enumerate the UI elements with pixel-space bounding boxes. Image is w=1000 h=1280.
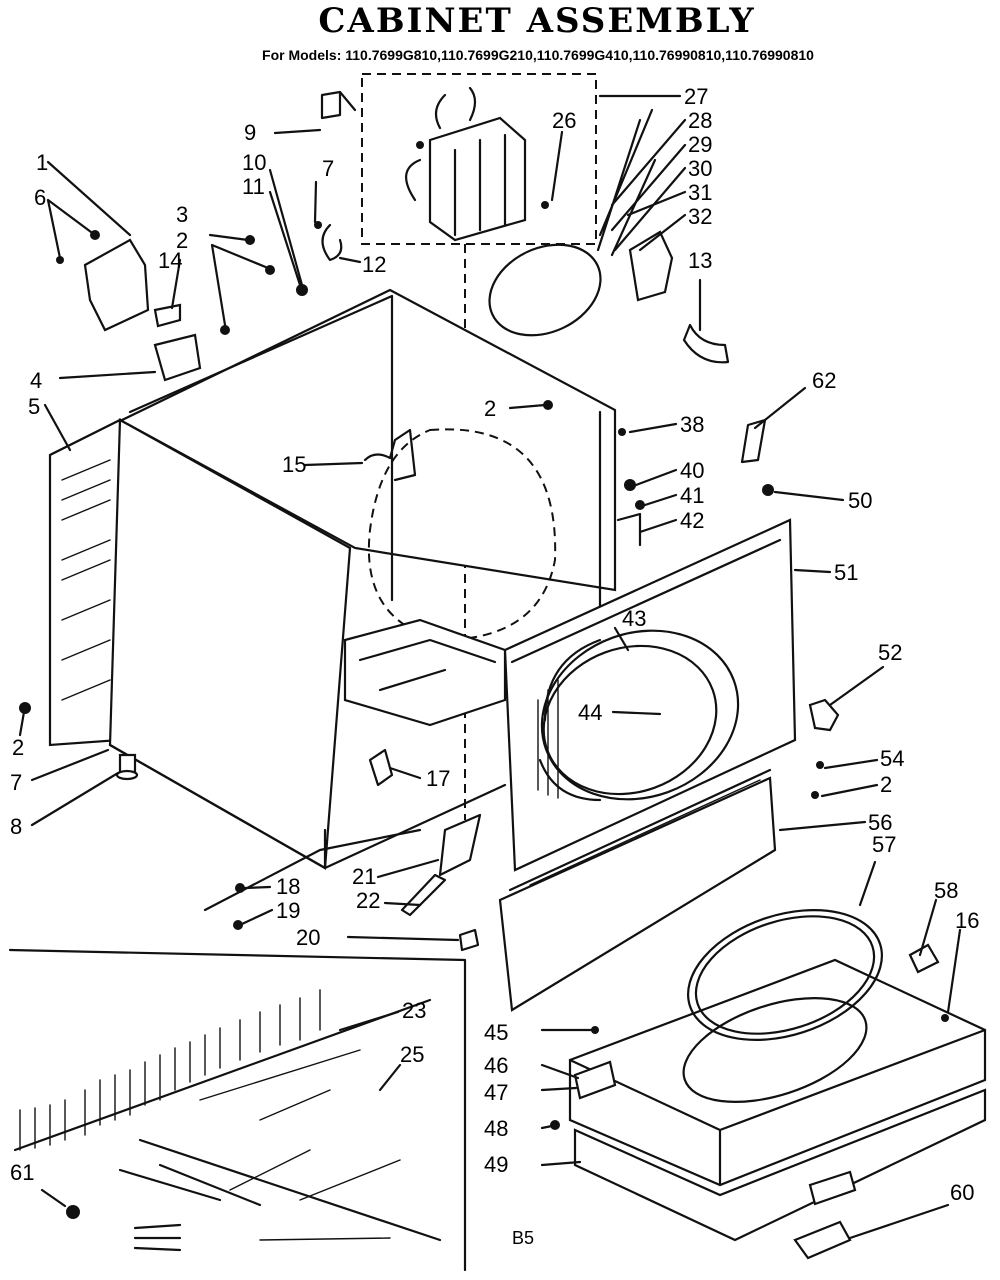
callout-7b: 7 xyxy=(10,770,22,795)
callout-8: 8 xyxy=(10,814,22,839)
callout-1: 1 xyxy=(36,150,48,175)
callout-28: 28 xyxy=(688,108,712,133)
callout-14: 14 xyxy=(158,248,182,273)
callout-43: 43 xyxy=(622,606,646,631)
callout-60: 60 xyxy=(950,1180,974,1205)
toe-panel xyxy=(498,768,777,1012)
door-assembly xyxy=(550,909,987,1260)
upper-left-hardware xyxy=(56,90,357,382)
callout-54: 54 xyxy=(880,746,904,771)
callout-44: 44 xyxy=(578,700,602,725)
callout-12: 12 xyxy=(362,252,386,277)
callout-20: 20 xyxy=(296,925,320,950)
callout-2d: 2 xyxy=(880,772,892,797)
callout-38: 38 xyxy=(680,412,704,437)
power-cord-loop xyxy=(488,108,657,337)
leader-lines xyxy=(18,94,962,1240)
callout-16: 16 xyxy=(955,908,979,933)
models-line: For Models: 110.7699G810,110.7699G210,11… xyxy=(262,47,814,63)
callout-25: 25 xyxy=(400,1042,424,1067)
callout-23: 23 xyxy=(402,998,426,1023)
callout-48: 48 xyxy=(484,1116,508,1141)
callout-21: 21 xyxy=(352,864,376,889)
callout-56: 56 xyxy=(868,810,892,835)
diagram-title: CABINET ASSEMBLY xyxy=(318,1,755,41)
callout-30: 30 xyxy=(688,156,712,181)
callout-32: 32 xyxy=(688,204,712,229)
callout-3: 3 xyxy=(176,202,188,227)
callout-62: 62 xyxy=(812,368,836,393)
callout-46: 46 xyxy=(484,1053,508,1078)
lower-cabinet-hardware xyxy=(19,702,482,952)
terminal-block xyxy=(405,86,549,242)
callout-51: 51 xyxy=(834,560,858,585)
callout-2b: 2 xyxy=(484,396,496,421)
callout-4: 4 xyxy=(30,368,42,393)
callout-6: 6 xyxy=(34,185,46,210)
callout-2: 2 xyxy=(176,228,188,253)
cabinet-body xyxy=(48,288,617,870)
rear-right-hardware xyxy=(363,400,645,547)
callout-27: 27 xyxy=(684,84,708,109)
callout-7: 7 xyxy=(322,156,334,181)
callout-61: 61 xyxy=(10,1160,34,1185)
callout-49: 49 xyxy=(484,1152,508,1177)
callout-40: 40 xyxy=(680,458,704,483)
page-code: B5 xyxy=(512,1228,534,1248)
callout-2c: 2 xyxy=(12,735,24,760)
callout-11: 11 xyxy=(242,174,265,199)
callout-13: 13 xyxy=(688,248,712,273)
callout-29: 29 xyxy=(688,132,712,157)
callout-15: 15 xyxy=(282,452,306,477)
callout-9: 9 xyxy=(244,120,256,145)
callout-57: 57 xyxy=(872,832,896,857)
callout-42: 42 xyxy=(680,508,704,533)
callout-41: 41 xyxy=(680,483,704,508)
front-panel xyxy=(503,418,840,872)
callout-5: 5 xyxy=(28,394,40,419)
callout-45: 45 xyxy=(484,1020,508,1045)
callout-10: 10 xyxy=(242,150,266,175)
callout-58: 58 xyxy=(934,878,958,903)
callout-47: 47 xyxy=(484,1080,508,1105)
wiring-harness-inset xyxy=(8,948,467,1272)
callout-50: 50 xyxy=(848,488,872,513)
callout-52: 52 xyxy=(878,640,902,665)
callout-17: 17 xyxy=(426,766,450,791)
callout-31: 31 xyxy=(688,180,712,205)
callout-22: 22 xyxy=(356,888,380,913)
callout-labels: 1 6 14 3 2 9 10 11 7 12 27 26 28 29 30 3… xyxy=(10,84,979,1205)
callout-18: 18 xyxy=(276,874,300,899)
callout-19: 19 xyxy=(276,898,300,923)
callout-26: 26 xyxy=(552,108,576,133)
strain-relief-bracket xyxy=(628,230,730,364)
